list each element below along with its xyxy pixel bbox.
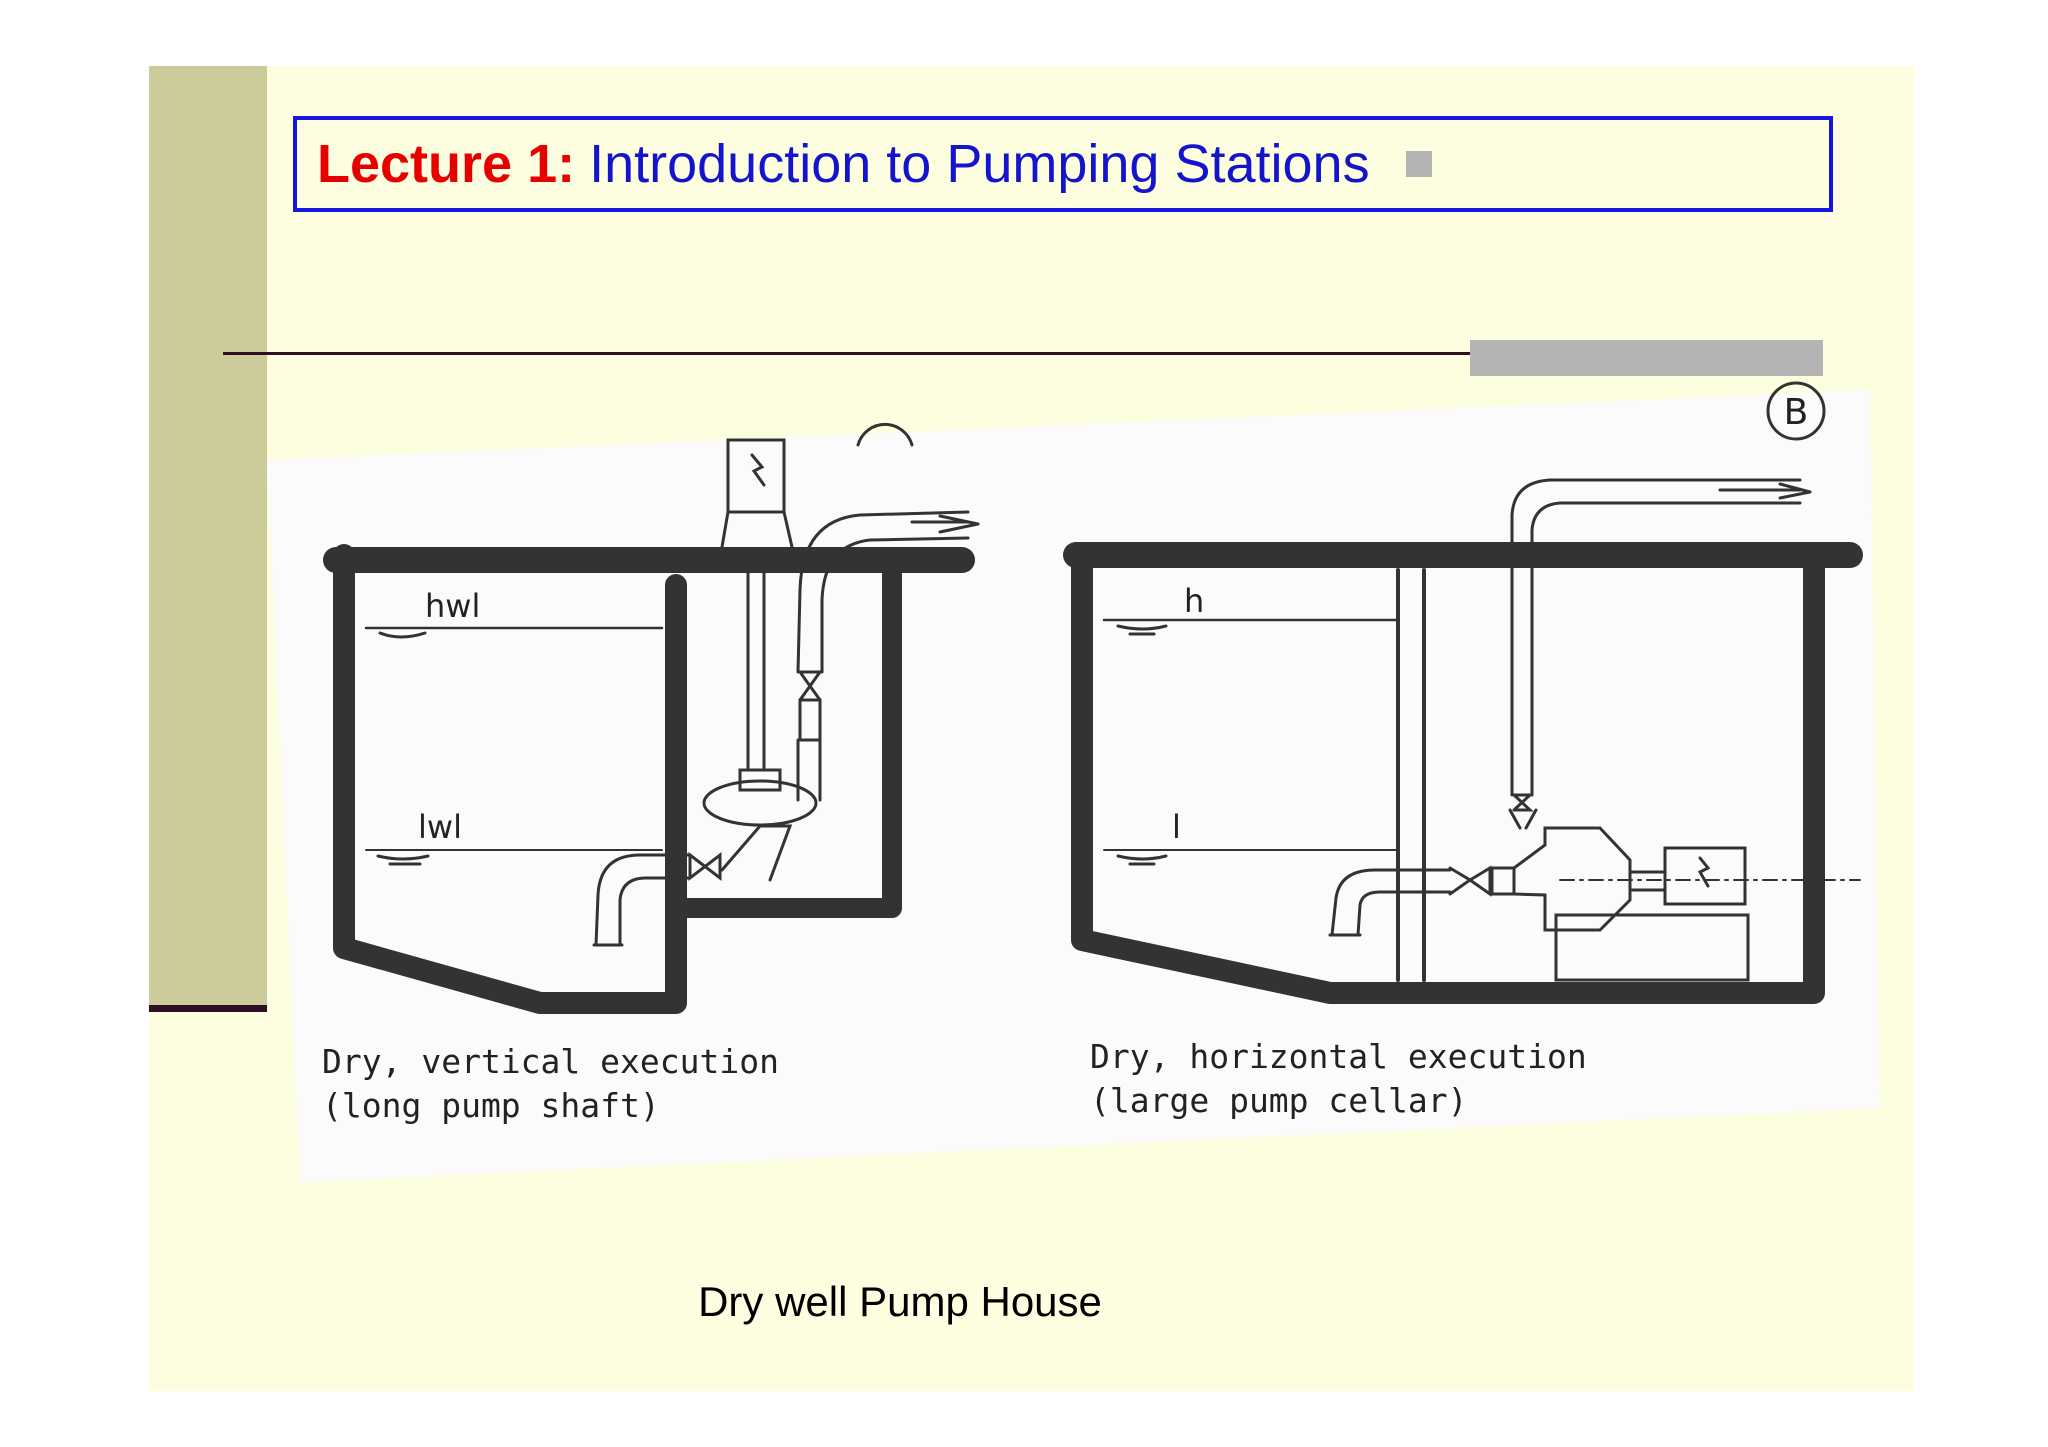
panel-a-dry-well-wall xyxy=(666,565,902,918)
panel-a-caption-line2: (long pump shaft) xyxy=(322,1086,660,1125)
title-text: Introduction to Pumping Stations xyxy=(589,134,1370,194)
panel-a-high-water-label: hwl xyxy=(425,587,480,625)
side-accent-bar xyxy=(149,66,267,1006)
side-accent-underline xyxy=(149,1005,267,1012)
panel-b-caption-line2: (large pump cellar) xyxy=(1090,1081,1468,1120)
panel-a xyxy=(323,422,980,1014)
panel-a-discharge-pipe xyxy=(796,698,822,802)
caption-text: Dry well Pump House xyxy=(698,1278,1102,1325)
panel-a-intake-pipe xyxy=(594,853,690,947)
horizontal-rule xyxy=(223,352,1823,355)
panel-b-marker-label: B xyxy=(1784,392,1809,433)
panel-a-wet-well-wall xyxy=(333,544,687,1014)
slide-caption: Dry well Pump House xyxy=(0,1278,1800,1326)
panel-b-low-water-label: l xyxy=(1172,808,1181,846)
panel-b-divider-wall xyxy=(1396,568,1426,982)
title-prefix: Lecture 1: xyxy=(317,134,576,194)
panel-a-low-water-label: lwl xyxy=(418,808,462,846)
panel-b-wall xyxy=(1071,544,1825,1004)
panel-b-discharge-pipe xyxy=(1510,793,1534,812)
panel-b-intake-pipe xyxy=(1330,868,1452,937)
panel-b xyxy=(1063,478,1863,1004)
gray-accent-bar xyxy=(1470,340,1823,376)
panel-a-caption-line1: Dry, vertical execution xyxy=(322,1042,779,1081)
panel-b-caption-line1: Dry, horizontal execution xyxy=(1090,1037,1587,1076)
panel-b-pump-base xyxy=(1554,913,1750,982)
panel-b-high-water-label: h xyxy=(1184,582,1204,620)
title-box: Lecture 1: Introduction to Pumping Stati… xyxy=(293,116,1833,212)
panel-b-motor xyxy=(1663,846,1747,906)
panel-a-suction-valve xyxy=(688,851,722,882)
panel-b-marker-circle xyxy=(1766,381,1826,441)
bullet-square-icon xyxy=(1405,151,1432,177)
